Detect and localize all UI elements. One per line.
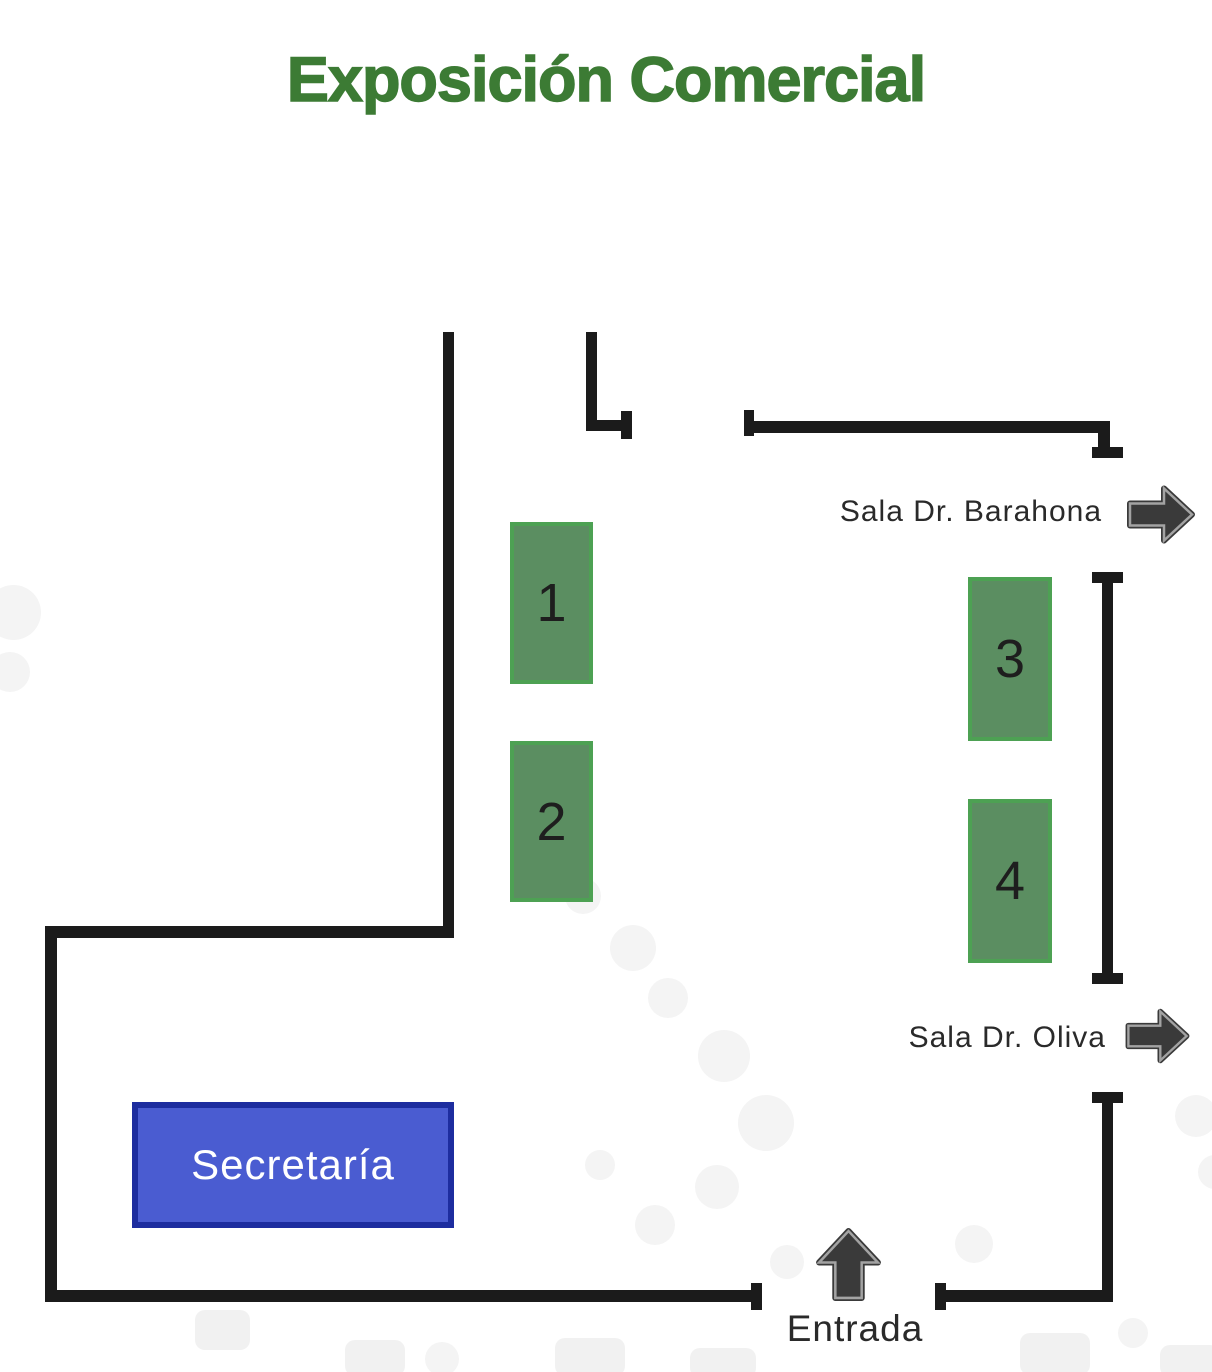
- watermark-blob: [1175, 1095, 1212, 1137]
- wall-top-partition-horizontal: [586, 420, 626, 431]
- page-title: Exposición Comercial: [286, 44, 927, 116]
- secretaria-label: Secretaría: [191, 1141, 395, 1188]
- wall-top-right-corner-drop: [1098, 421, 1110, 453]
- booth-1-label: 1: [536, 573, 567, 633]
- watermark-blob: [0, 585, 41, 640]
- wall-bottom-left: [45, 1290, 762, 1302]
- watermark-blob: [648, 978, 688, 1018]
- watermark-blob: [1020, 1333, 1090, 1372]
- wall-top-right-endcap-bottom: [1092, 447, 1123, 458]
- booth-3-label: 3: [994, 629, 1026, 689]
- wall-right-lower-vertical: [1102, 1092, 1113, 1302]
- booth-1: 1: [510, 522, 593, 684]
- sala-barahona-label: Sala Dr. Barahona: [839, 495, 1102, 528]
- booth-4: 4: [968, 799, 1052, 963]
- watermark-blob: [1160, 1345, 1212, 1372]
- wall-top-partition-endcap: [621, 411, 632, 439]
- wall-bottom-left-endcap: [751, 1283, 762, 1310]
- booth-3: 3: [968, 577, 1052, 741]
- watermark-blob: [425, 1342, 459, 1372]
- booth-2: 2: [510, 741, 593, 902]
- wall-mid-horizontal: [45, 926, 454, 938]
- wall-left-vertical: [443, 332, 454, 932]
- secretaria-room: Secretaría: [132, 1102, 454, 1228]
- watermark-blob: [770, 1245, 804, 1279]
- watermark-blob: [738, 1095, 794, 1151]
- wall-bottom-right: [937, 1290, 1113, 1302]
- watermark-blob: [695, 1165, 739, 1209]
- watermark-blob: [1198, 1155, 1212, 1189]
- sala-oliva-label: Sala Dr. Oliva: [908, 1021, 1106, 1054]
- wall-right-mid-vertical: [1102, 572, 1113, 979]
- watermark-blob: [195, 1310, 250, 1350]
- wall-top-right-horizontal: [744, 421, 1110, 433]
- wall-top-partition-vertical: [586, 332, 597, 430]
- up-arrow-icon: [815, 1227, 882, 1302]
- watermark-blob: [0, 652, 30, 692]
- booth-4-label: 4: [994, 851, 1026, 911]
- watermark-blob: [610, 925, 656, 971]
- right-arrow-icon: [1123, 1005, 1192, 1067]
- right-arrow-icon: [1126, 481, 1196, 548]
- booth-2-label: 2: [536, 791, 567, 852]
- watermark-blob: [585, 1150, 615, 1180]
- watermark-blob: [690, 1348, 756, 1372]
- watermark-blob: [1118, 1318, 1148, 1348]
- wall-right-mid-endcap-bottom: [1092, 973, 1123, 984]
- watermark-blob: [345, 1340, 405, 1372]
- watermark-blob: [698, 1030, 750, 1082]
- entrada-label: Entrada: [786, 1308, 924, 1349]
- wall-bottom-right-endcap: [935, 1283, 946, 1310]
- watermark-blob: [955, 1225, 993, 1263]
- watermark-blob: [635, 1205, 675, 1245]
- watermark-blob: [555, 1338, 625, 1372]
- wall-left-outer-vertical: [45, 926, 57, 1302]
